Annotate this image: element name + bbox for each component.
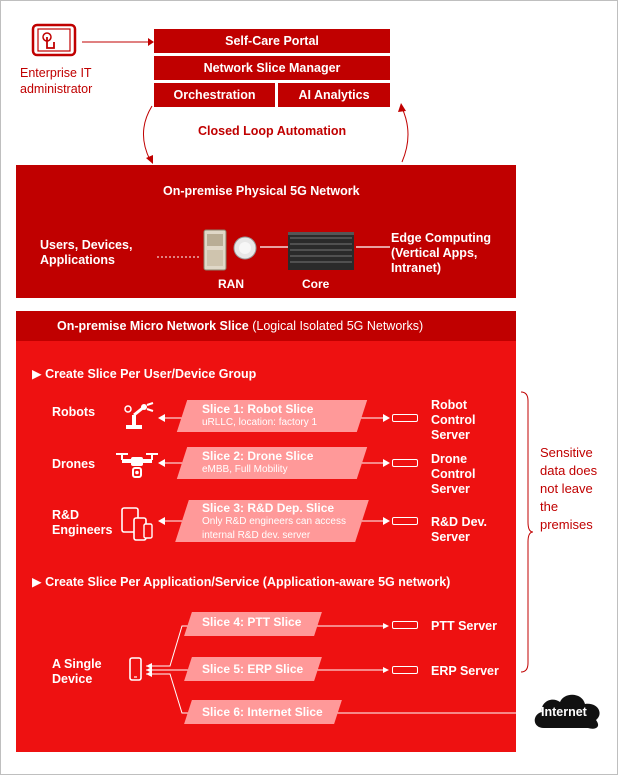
- slice2-title: Slice 2: Drone Slice: [202, 449, 314, 463]
- users-line2: Applications: [40, 253, 116, 267]
- robots-label: Robots: [52, 405, 96, 419]
- rnd-engineers-label: R&D Engineers: [52, 508, 112, 538]
- side-note-line1: Sensitive: [540, 445, 593, 460]
- device-line2: Device: [52, 672, 93, 686]
- edge-computing-label: Edge Computing (Vertical Apps, Intranet): [391, 231, 491, 276]
- slice3-sub2: internal R&D dev. server: [202, 530, 311, 541]
- micro-slice-title: On-premise Micro Network Slice (Logical …: [57, 319, 423, 333]
- server-icon: [392, 414, 418, 422]
- micro-title-bold: On-premise Micro Network Slice: [57, 319, 249, 333]
- drone-server-line1: Drone: [431, 452, 468, 466]
- tablet-touch-icon: [31, 23, 77, 57]
- robot-server-line1: Robot: [431, 398, 468, 412]
- edge-line2: (Vertical Apps,: [391, 246, 478, 260]
- internet-cloud-icon: [534, 694, 600, 729]
- drone-server-line3: Server: [431, 482, 470, 496]
- ran-label: RAN: [218, 277, 244, 291]
- ptt-server-label: PTT Server: [431, 619, 498, 633]
- network-slice-manager: Network Slice Manager: [154, 56, 390, 80]
- slice5-title: Slice 5: ERP Slice: [202, 662, 304, 676]
- single-device-label: A Single Device: [52, 657, 102, 687]
- robot-server-line3: Server: [431, 428, 470, 442]
- server-icon: [392, 621, 418, 629]
- server-icon: [392, 666, 418, 674]
- users-devices-label: Users, Devices, Applications: [40, 238, 132, 268]
- slice1-sub: uRLLC, location: factory 1: [202, 417, 318, 428]
- side-note-line3: not leave: [540, 481, 593, 496]
- drone-server-label: Drone Control Server: [431, 452, 475, 497]
- slice3-sub1: Only R&D engineers can access: [202, 516, 346, 527]
- device-line1: A Single: [52, 657, 102, 671]
- orchestration-box: Orchestration: [154, 83, 275, 107]
- physical-network-panel: [16, 165, 516, 298]
- triangle-bullet-icon: ▶: [32, 575, 46, 589]
- micro-slice-header: [16, 311, 516, 341]
- core-label: Core: [302, 277, 330, 291]
- robot-server-label: Robot Control Server: [431, 398, 475, 443]
- robot-server-line2: Control: [431, 413, 476, 427]
- ran-equipment-icon: [203, 229, 257, 271]
- robot-arm-icon: [124, 402, 154, 429]
- side-note: Sensitive data does not leave the premis…: [540, 444, 597, 534]
- admin-label: Enterprise IT administrator: [20, 65, 92, 97]
- drone-icon: [116, 453, 158, 478]
- section1-text: Create Slice Per User/Device Group: [45, 367, 257, 381]
- phone-icon: [129, 657, 142, 681]
- slice1-title: Slice 1: Robot Slice: [202, 402, 314, 416]
- side-note-line5: premises: [540, 517, 593, 532]
- side-note-line4: the: [540, 499, 559, 514]
- core-edge-link: [356, 246, 390, 248]
- physical-network-title: On-premise Physical 5G Network: [163, 184, 360, 198]
- admin-label-line1: Enterprise IT: [20, 66, 92, 80]
- devices-icon: [121, 507, 153, 541]
- rnd-line1: R&D: [52, 508, 80, 522]
- ran-core-link: [260, 246, 288, 248]
- drone-server-line2: Control: [431, 467, 476, 481]
- users-line1: Users, Devices,: [40, 238, 133, 252]
- closed-loop-arrows: [143, 103, 409, 164]
- admin-label-line2: administrator: [20, 82, 93, 96]
- section-user-device: ▶ Create Slice Per User/Device Group: [32, 366, 256, 381]
- drones-label: Drones: [52, 457, 96, 471]
- rnd-line2: Engineers: [52, 523, 113, 537]
- rnd-server-line2: Server: [431, 530, 470, 544]
- self-care-portal: Self-Care Portal: [154, 29, 390, 53]
- side-note-line2: data does: [540, 463, 598, 478]
- erp-server-label: ERP Server: [431, 664, 499, 678]
- slice6-title: Slice 6: Internet Slice: [202, 705, 323, 719]
- micro-title-rest: (Logical Isolated 5G Networks): [248, 319, 424, 333]
- admin-arrow: [82, 38, 154, 46]
- slice2-sub: eMBB, Full Mobility: [202, 464, 288, 475]
- rnd-server-label: R&D Dev. Server: [431, 515, 487, 545]
- edge-line3: Intranet): [391, 261, 441, 275]
- edge-line1: Edge Computing: [391, 231, 491, 245]
- server-icon: [392, 517, 418, 525]
- slice3-text: Slice 3: R&D Dep. Slice Only R&D enginee…: [202, 501, 346, 543]
- side-bracket: [520, 391, 534, 673]
- core-server-rack-icon: [288, 232, 354, 270]
- users-dotted-line: [157, 256, 199, 258]
- internet-label: Internet: [541, 705, 587, 719]
- slice3-title: Slice 3: R&D Dep. Slice: [202, 501, 335, 515]
- section-application: ▶ Create Slice Per Application/Service (…: [32, 574, 450, 589]
- triangle-bullet-icon: ▶: [32, 367, 46, 381]
- slice2-text: Slice 2: Drone Slice eMBB, Full Mobility: [202, 449, 313, 477]
- closed-loop-label: Closed Loop Automation: [198, 124, 347, 138]
- slice4-title: Slice 4: PTT Slice: [202, 615, 302, 629]
- ai-analytics-box: AI Analytics: [278, 83, 390, 107]
- slice1-text: Slice 1: Robot Slice uRLLC, location: fa…: [202, 402, 317, 430]
- rnd-server-line1: R&D Dev.: [431, 515, 488, 529]
- section2-text: Create Slice Per Application/Service (Ap…: [45, 575, 451, 589]
- server-icon: [392, 459, 418, 467]
